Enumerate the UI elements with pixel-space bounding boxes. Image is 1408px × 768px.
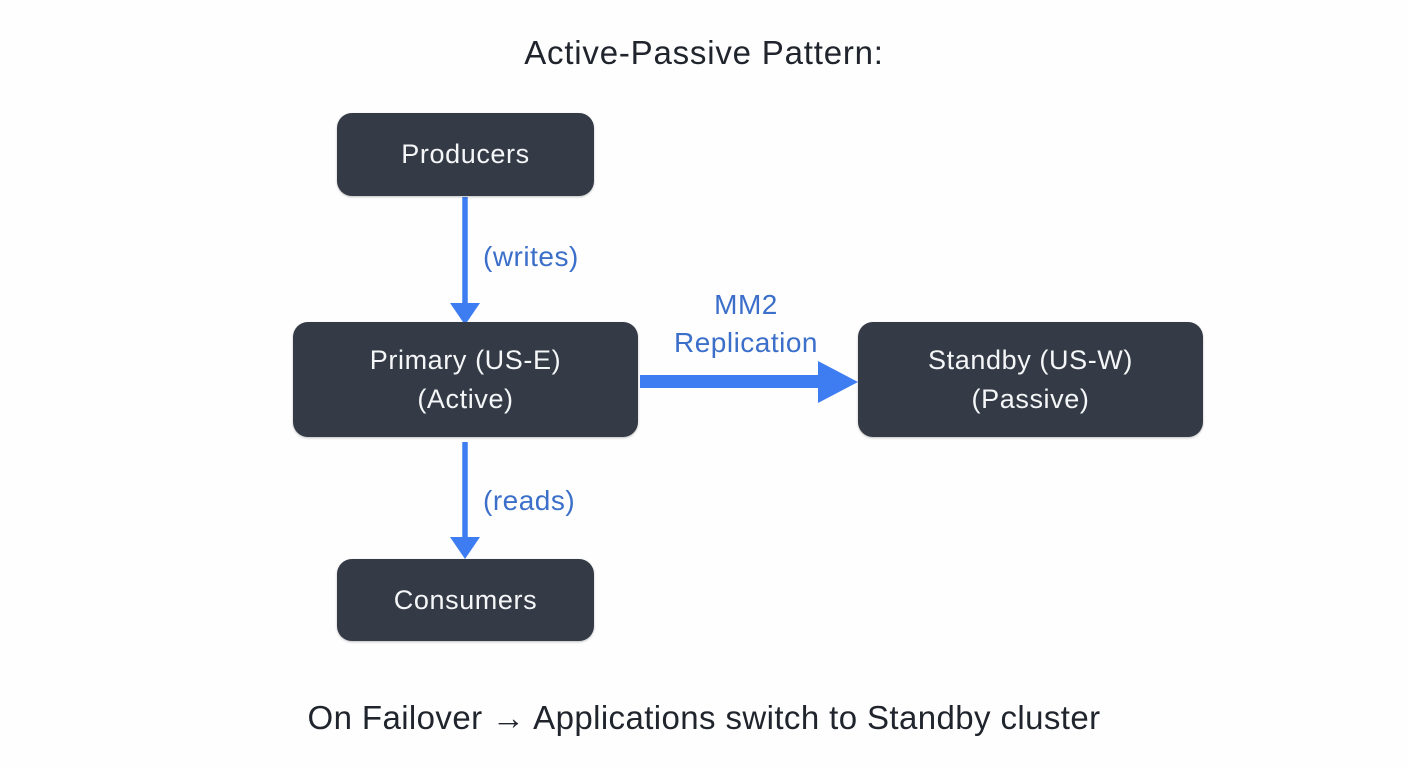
node-primary: Primary (US-E) (Active) xyxy=(293,322,638,437)
node-consumers: Consumers xyxy=(337,559,594,641)
reads-arrow-icon xyxy=(450,442,480,559)
edge-label-reads: (reads) xyxy=(483,485,576,516)
edge-label-replication-line2: Replication xyxy=(673,327,819,359)
failover-note: On Failover → Applications switch to Sta… xyxy=(307,699,1101,736)
node-consumers-label: Consumers xyxy=(393,584,538,615)
edge-label-writes: (writes) xyxy=(483,241,579,272)
node-producers: Producers xyxy=(337,113,594,196)
node-standby-label-line1: Standby (US-W) xyxy=(928,345,1133,376)
edge-label-replication: MM2 Replication xyxy=(646,286,846,362)
edge-label-replication-line1: MM2 xyxy=(714,289,778,320)
node-producers-label: Producers xyxy=(401,139,530,170)
node-primary-label-line1: Primary (US-E) xyxy=(369,345,562,376)
node-standby-label-line2: (Passive) xyxy=(971,383,1090,414)
node-primary-label-line2: (Active) xyxy=(417,383,514,414)
writes-arrow-icon xyxy=(450,197,480,325)
diagram-title: Active-Passive Pattern: xyxy=(524,34,884,71)
node-standby: Standby (US-W) (Passive) xyxy=(858,322,1203,437)
replication-arrow-icon xyxy=(640,361,858,403)
